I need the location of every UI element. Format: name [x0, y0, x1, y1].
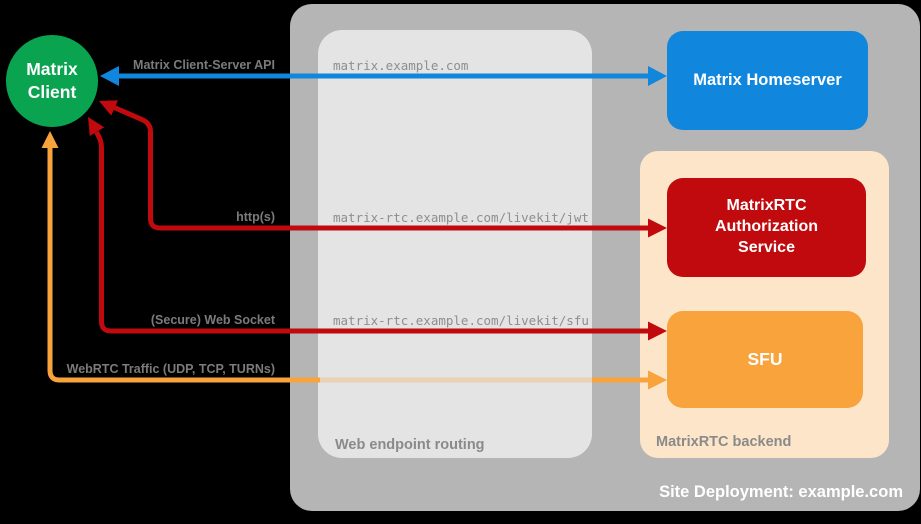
- arrowhead-client-icon: [99, 100, 118, 116]
- sfu-label: SFU: [747, 349, 783, 369]
- site-deployment-caption: Site Deployment: example.com: [659, 483, 903, 501]
- route-livekit-jwt: matrix-rtc.example.com/livekit/jwt: [333, 210, 589, 225]
- web-endpoint-routing-container: [318, 30, 592, 458]
- websocket-arrow-label: (Secure) Web Socket: [150, 313, 275, 327]
- https-arrow-label: http(s): [236, 210, 275, 224]
- web-endpoint-routing-caption: Web endpoint routing: [335, 437, 485, 453]
- route-livekit-sfu: matrix-rtc.example.com/livekit/sfu: [333, 313, 589, 328]
- arrowhead-client-icon: [88, 117, 105, 136]
- matrixrtc-backend-caption: MatrixRTC backend: [656, 434, 792, 450]
- client-server-api-arrow-label: Matrix Client-Server API: [133, 58, 275, 72]
- auth-service-label: MatrixRTC Authorization Service: [714, 197, 819, 256]
- matrixrtc-authorization-service-node: MatrixRTC Authorization Service: [667, 178, 866, 277]
- matrix-homeserver-label: Matrix Homeserver: [693, 71, 842, 89]
- webrtc-arrow-label: WebRTC Traffic (UDP, TCP, TURNs): [66, 362, 275, 376]
- matrix-client-label: Matrix Client: [26, 58, 78, 102]
- route-matrix-example-com: matrix.example.com: [333, 58, 469, 73]
- arrowhead-client-icon: [41, 131, 59, 148]
- matrix-client-node: Matrix Client: [6, 35, 98, 127]
- sfu-node: SFU: [667, 311, 863, 408]
- matrix-homeserver-node: Matrix Homeserver: [667, 31, 868, 130]
